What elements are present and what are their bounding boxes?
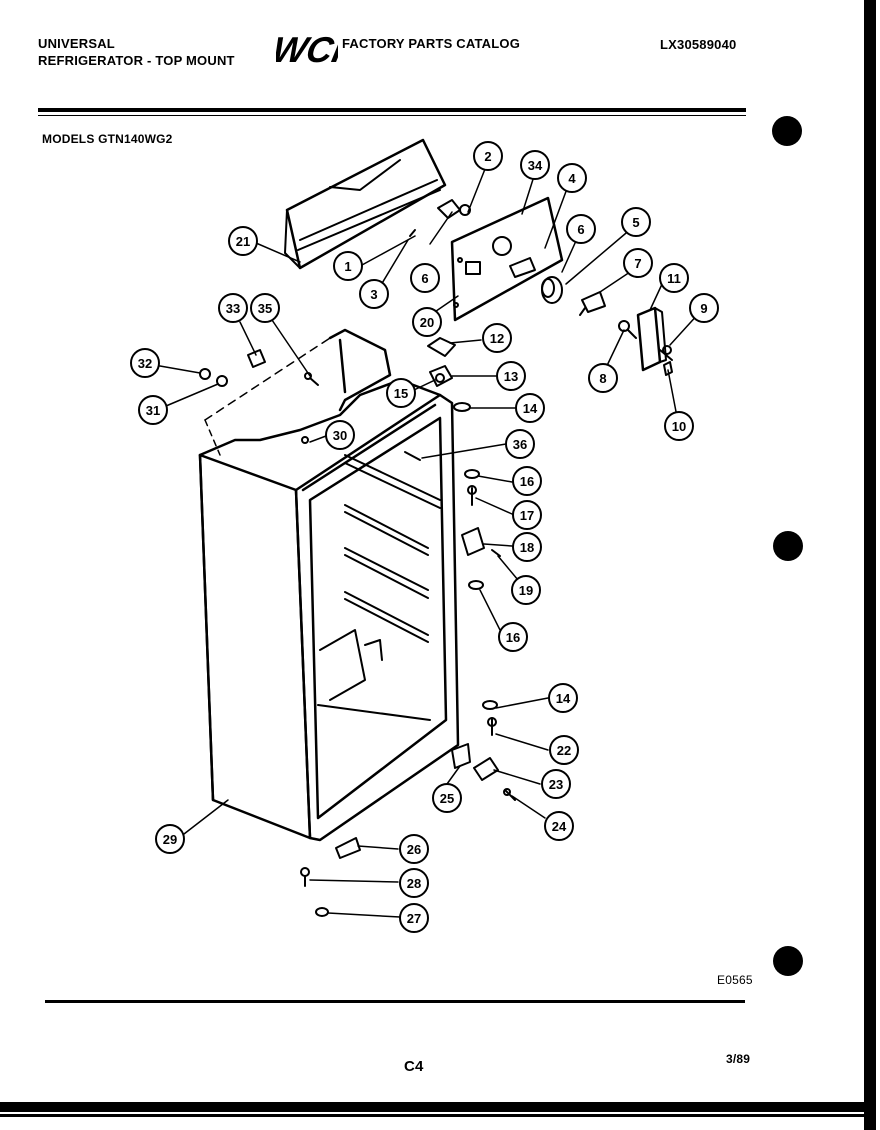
callout-7: 7	[634, 256, 641, 271]
callout-9: 9	[700, 301, 707, 316]
callout-21: 21	[236, 234, 250, 249]
brand-line-1: UNIVERSAL	[38, 36, 115, 51]
callout-labels: 21 1 3 6 2 34 4 6 5 7 20 11 9 8 10 12 13…	[138, 149, 708, 926]
diagram-code: E0565	[717, 973, 753, 987]
callout-20: 20	[420, 315, 434, 330]
callout-5: 5	[632, 215, 639, 230]
callout-1: 1	[344, 259, 351, 274]
part-light-switch	[636, 306, 673, 376]
part-control-panel	[450, 196, 564, 322]
header-rule	[38, 108, 746, 112]
date-code: 3/89	[726, 1052, 751, 1066]
page-right-border	[864, 0, 876, 1130]
callout-6a: 6	[421, 271, 428, 286]
callout-14a: 14	[523, 401, 538, 416]
callout-4: 4	[568, 171, 576, 186]
callout-36: 36	[513, 437, 527, 452]
callout-16a: 16	[520, 474, 534, 489]
catalog-number: LX30589040	[660, 37, 737, 52]
callout-18: 18	[520, 540, 534, 555]
callout-10: 10	[672, 419, 686, 434]
callout-25: 25	[440, 791, 454, 806]
page-bottom-border-thin	[0, 1114, 866, 1117]
callout-15: 15	[394, 386, 408, 401]
footer-rule	[45, 1000, 745, 1003]
callout-31: 31	[146, 403, 160, 418]
callout-14b: 14	[556, 691, 571, 706]
callout-22: 22	[557, 743, 571, 758]
page-bottom-border	[0, 1102, 866, 1112]
callout-8: 8	[599, 371, 606, 386]
catalog-title: FACTORY PARTS CATALOG	[342, 36, 521, 51]
part-control-knob	[579, 291, 606, 316]
callout-17: 17	[520, 508, 534, 523]
callout-32: 32	[138, 356, 152, 371]
punch-hole-middle	[773, 531, 803, 561]
callout-34: 34	[528, 158, 543, 173]
callout-24: 24	[552, 819, 567, 834]
callout-circles	[130, 141, 719, 933]
header-rule-thin	[38, 115, 746, 116]
callout-13: 13	[504, 369, 518, 384]
part-shelf-rails	[317, 454, 441, 721]
callout-26: 26	[407, 842, 421, 857]
page-code: C4	[404, 1058, 424, 1075]
wci-logo-text: WCI	[276, 29, 338, 70]
punch-hole-bottom	[773, 946, 803, 976]
callout-28: 28	[407, 876, 421, 891]
part-hinge-top-small	[409, 199, 471, 237]
callout-35: 35	[258, 301, 272, 316]
part-small-hardware	[199, 349, 673, 917]
part-top-hinge	[427, 337, 456, 387]
callout-19: 19	[519, 583, 533, 598]
part-cabinet-body	[198, 328, 460, 842]
callout-29: 29	[163, 832, 177, 847]
callout-33: 33	[226, 301, 240, 316]
callout-11: 11	[667, 271, 681, 286]
callout-30: 30	[333, 428, 347, 443]
punch-hole-top	[772, 116, 802, 146]
callout-16b: 16	[506, 630, 520, 645]
callout-3: 3	[370, 287, 377, 302]
wci-logo-graphic: WCI	[269, 29, 348, 70]
callout-2: 2	[484, 149, 491, 164]
part-top-trim	[284, 138, 447, 270]
part-thermostat	[541, 276, 563, 304]
callout-27: 27	[407, 911, 421, 926]
models-label: MODELS GTN140WG2	[42, 132, 173, 146]
leader-lines	[159, 163, 701, 918]
callout-6b: 6	[577, 222, 584, 237]
wci-logo: WCI	[269, 26, 348, 70]
brand-line-2: REFRIGERATOR - TOP MOUNT	[38, 53, 235, 68]
callout-23: 23	[549, 777, 563, 792]
callout-12: 12	[490, 331, 504, 346]
